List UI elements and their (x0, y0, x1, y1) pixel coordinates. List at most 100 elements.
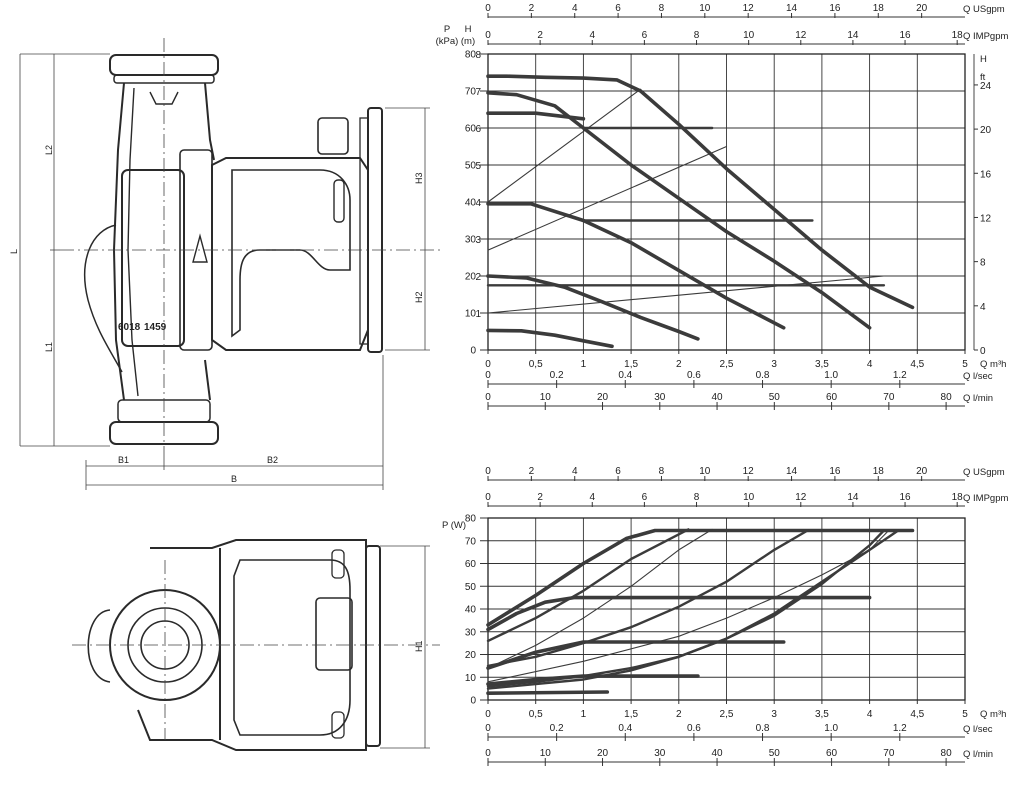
front-housing (137, 539, 367, 751)
secondary-tick-label: 6 (615, 466, 621, 477)
y-tick-label: 50 (465, 582, 477, 593)
gland-ribs (333, 179, 345, 223)
secondary-tick-label: 12 (743, 466, 755, 477)
h-tick-label: 3 (475, 235, 481, 246)
ft-tick-label: 20 (980, 125, 992, 136)
secondary-tick-label: 40 (711, 748, 723, 759)
performance-curve (486, 111, 586, 121)
performance-curve (487, 145, 728, 251)
chart-grid (487, 53, 966, 351)
secondary-tick-label: 40 (711, 392, 723, 403)
x-tick-label: 3,5 (815, 709, 829, 720)
secondary-tick-label: 4 (589, 492, 595, 503)
pump-side-view (84, 54, 383, 445)
h-axis-label: H (465, 24, 472, 35)
ft-axis-label: ft (980, 72, 986, 83)
dim-label-B2: B2 (267, 455, 278, 465)
terminal-box (317, 117, 349, 155)
h-tick-label: 8 (475, 50, 481, 61)
dim-label-L2: L2 (44, 145, 54, 155)
secondary-tick-label: 1.0 (824, 370, 838, 381)
y-tick-label: 80 (465, 50, 477, 61)
secondary-tick-label: 16 (829, 3, 841, 14)
performance-curve (486, 528, 690, 643)
performance-curve (486, 529, 809, 668)
secondary-tick-label: 60 (826, 748, 838, 759)
secondary-axis-label: Q l/min (963, 393, 993, 404)
x-axis-label: Q m³h (980, 709, 1006, 720)
secondary-tick-label: 0 (485, 466, 491, 477)
secondary-tick-label: 8 (659, 466, 665, 477)
x-tick-label: 4 (867, 709, 873, 720)
secondary-tick-label: 14 (786, 466, 798, 477)
x-tick-label: 2 (676, 709, 682, 720)
secondary-tick-label: 1.0 (824, 723, 838, 734)
performance-curve (487, 528, 713, 669)
motor-end-plate (359, 117, 369, 345)
secondary-tick-label: 12 (795, 492, 807, 503)
secondary-tick-label: 1.2 (893, 370, 907, 381)
y-axis-label: (kPa) (436, 36, 459, 47)
casing-bulge (84, 224, 123, 373)
secondary-tick-label: 0.6 (687, 723, 701, 734)
motor-end-cap (367, 107, 383, 353)
secondary-axis-label: Q USgpm (963, 4, 1005, 15)
y-tick-label: 30 (465, 627, 477, 638)
secondary-tick-label: 10 (699, 466, 711, 477)
secondary-tick-label: 10 (540, 748, 552, 759)
x-tick-label: 0,5 (529, 359, 543, 370)
performance-curve (486, 74, 915, 310)
secondary-tick-label: 80 (941, 748, 953, 759)
performance-curve (486, 528, 915, 627)
h-tick-label: 4 (475, 198, 481, 209)
secondary-tick-label: 0.4 (618, 370, 632, 381)
dim-label-B1: B1 (118, 455, 129, 465)
secondary-tick-label: 70 (883, 748, 895, 759)
secondary-tick-label: 20 (916, 3, 928, 14)
secondary-tick-label: 0 (485, 3, 491, 14)
y-tick-label: 40 (465, 198, 477, 209)
ft-tick-label: 4 (980, 302, 986, 313)
h-axis-label: (m) (461, 36, 475, 47)
secondary-tick-label: 0.8 (756, 370, 770, 381)
side-view-dimensions (19, 53, 430, 490)
secondary-tick-label: 6 (642, 30, 648, 41)
y-tick-label: 20 (465, 272, 477, 283)
h-tick-label: 5 (475, 161, 481, 172)
x-tick-label: 1,5 (624, 359, 638, 370)
y-tick-label: 10 (465, 673, 477, 684)
x-tick-label: 5 (962, 709, 968, 720)
y-tick-label: 20 (465, 650, 477, 661)
secondary-tick-label: 80 (941, 392, 953, 403)
x-tick-label: 1,5 (624, 709, 638, 720)
secondary-tick-label: 10 (743, 30, 755, 41)
secondary-tick-label: 12 (795, 30, 807, 41)
secondary-tick-label: 70 (883, 392, 895, 403)
front-terminal-box (315, 597, 353, 671)
performance-curve (487, 529, 890, 683)
y-axis-label: P (444, 24, 450, 35)
ft-tick-label: 24 (980, 81, 992, 92)
performance-curve (486, 640, 786, 670)
secondary-tick-label: 2 (529, 466, 535, 477)
front-ribs-bottom (331, 711, 345, 739)
y-tick-label: 0 (470, 346, 476, 357)
secondary-tick-label: 12 (743, 3, 755, 14)
y-tick-label: 50 (465, 161, 477, 172)
secondary-tick-label: 2 (537, 492, 543, 503)
h-tick-label: 7 (475, 87, 481, 98)
performance-curve (486, 529, 886, 688)
ft-tick-label: 16 (980, 169, 992, 180)
secondary-tick-label: 16 (899, 30, 911, 41)
performance-curve (486, 328, 614, 349)
secondary-tick-label: 1.2 (893, 723, 907, 734)
secondary-tick-label: 18 (952, 30, 964, 41)
secondary-tick-label: 0.2 (550, 723, 564, 734)
y-axis-label: P (W) (442, 520, 466, 531)
side-view-centerlines (60, 38, 440, 456)
h-tick-label: 6 (475, 124, 481, 135)
